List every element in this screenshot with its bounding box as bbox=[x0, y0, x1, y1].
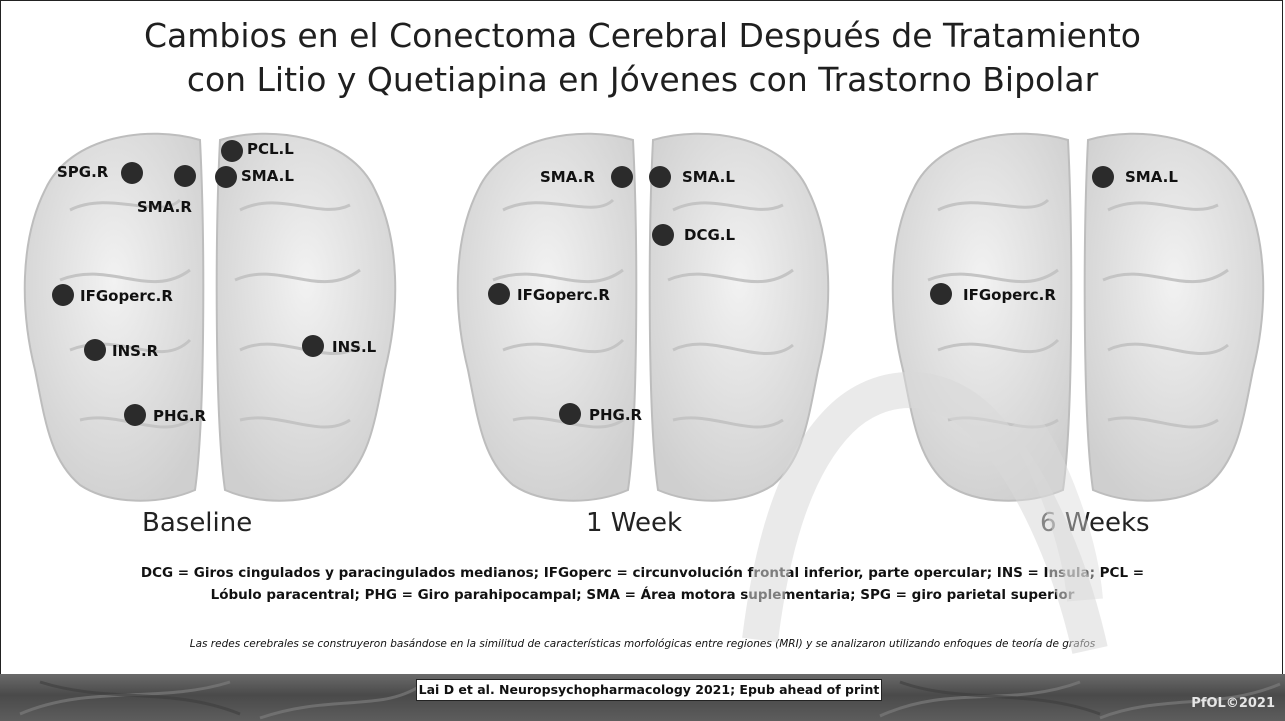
node-ifgoperc-r bbox=[930, 283, 952, 305]
label-baseline-sma-l: SMA.L bbox=[241, 167, 294, 185]
node-ifgoperc-r bbox=[488, 283, 510, 305]
node-dcg-l bbox=[652, 224, 674, 246]
label-baseline-pcl-l: PCL.L bbox=[247, 140, 294, 158]
caption-1-week: 1 Week bbox=[586, 508, 683, 538]
label-baseline-phg-r: PHG.R bbox=[153, 407, 207, 425]
node-pcl-l bbox=[221, 140, 243, 162]
methods-note: Las redes cerebrales se construyeron bas… bbox=[189, 638, 1096, 650]
node-sma-r bbox=[611, 166, 633, 188]
label-week1-sma-l: SMA.L bbox=[682, 168, 735, 186]
node-spg-r bbox=[121, 162, 143, 184]
copyright-text: PfOL©2021 bbox=[1191, 696, 1275, 711]
title-line-1: Cambios en el Conectoma Cerebral Después… bbox=[144, 16, 1141, 55]
label-baseline-sma-r: SMA.R bbox=[137, 198, 192, 216]
node-phg-r bbox=[559, 403, 581, 425]
slide-title: Cambios en el Conectoma Cerebral Después… bbox=[0, 14, 1285, 102]
caption-baseline: Baseline bbox=[142, 508, 253, 538]
label-week1-phg-r: PHG.R bbox=[589, 406, 643, 424]
node-sma-l bbox=[649, 166, 671, 188]
brain-6-weeks bbox=[891, 132, 1265, 502]
brain-baseline bbox=[23, 132, 397, 502]
node-phg-r bbox=[124, 404, 146, 426]
node-sma-l bbox=[1092, 166, 1114, 188]
label-baseline-ifgoperc-r: IFGoperc.R bbox=[80, 287, 173, 305]
footer-texture bbox=[19, 680, 1281, 720]
node-ins-r bbox=[84, 339, 106, 361]
legend-line-1: DCG = Giros cingulados y paracingulados … bbox=[140, 565, 1145, 581]
label-week1-ifgoperc-r: IFGoperc.R bbox=[517, 286, 610, 304]
label-baseline-ins-r: INS.R bbox=[112, 342, 159, 360]
title-line-2: con Litio y Quetiapina en Jóvenes con Tr… bbox=[186, 60, 1099, 99]
abbreviation-legend: DCG = Giros cingulados y paracingulados … bbox=[60, 562, 1225, 606]
brain-1-week bbox=[456, 132, 830, 502]
node-sma-l bbox=[215, 166, 237, 188]
caption-6-weeks: 6 Weeks bbox=[1040, 508, 1150, 538]
node-ifgoperc-r bbox=[52, 284, 74, 306]
brain-panels: SPG.R SMA.R PCL.L SMA.L IFGoperc.R INS.R… bbox=[0, 120, 1285, 520]
label-week1-dcg-l: DCG.L bbox=[684, 226, 736, 244]
label-week6-ifgoperc-r: IFGoperc.R bbox=[963, 286, 1056, 304]
label-baseline-spg-r: SPG.R bbox=[57, 163, 109, 181]
label-baseline-ins-l: INS.L bbox=[332, 338, 377, 356]
node-sma-r bbox=[174, 165, 196, 187]
node-ins-l bbox=[302, 335, 324, 357]
legend-line-2: Lóbulo paracentral; PHG = Giro parahipoc… bbox=[210, 587, 1075, 603]
label-week1-sma-r: SMA.R bbox=[540, 168, 595, 186]
label-week6-sma-l: SMA.L bbox=[1125, 168, 1178, 186]
citation-box: Lai D et al. Neuropsychopharmacology 202… bbox=[416, 679, 882, 701]
